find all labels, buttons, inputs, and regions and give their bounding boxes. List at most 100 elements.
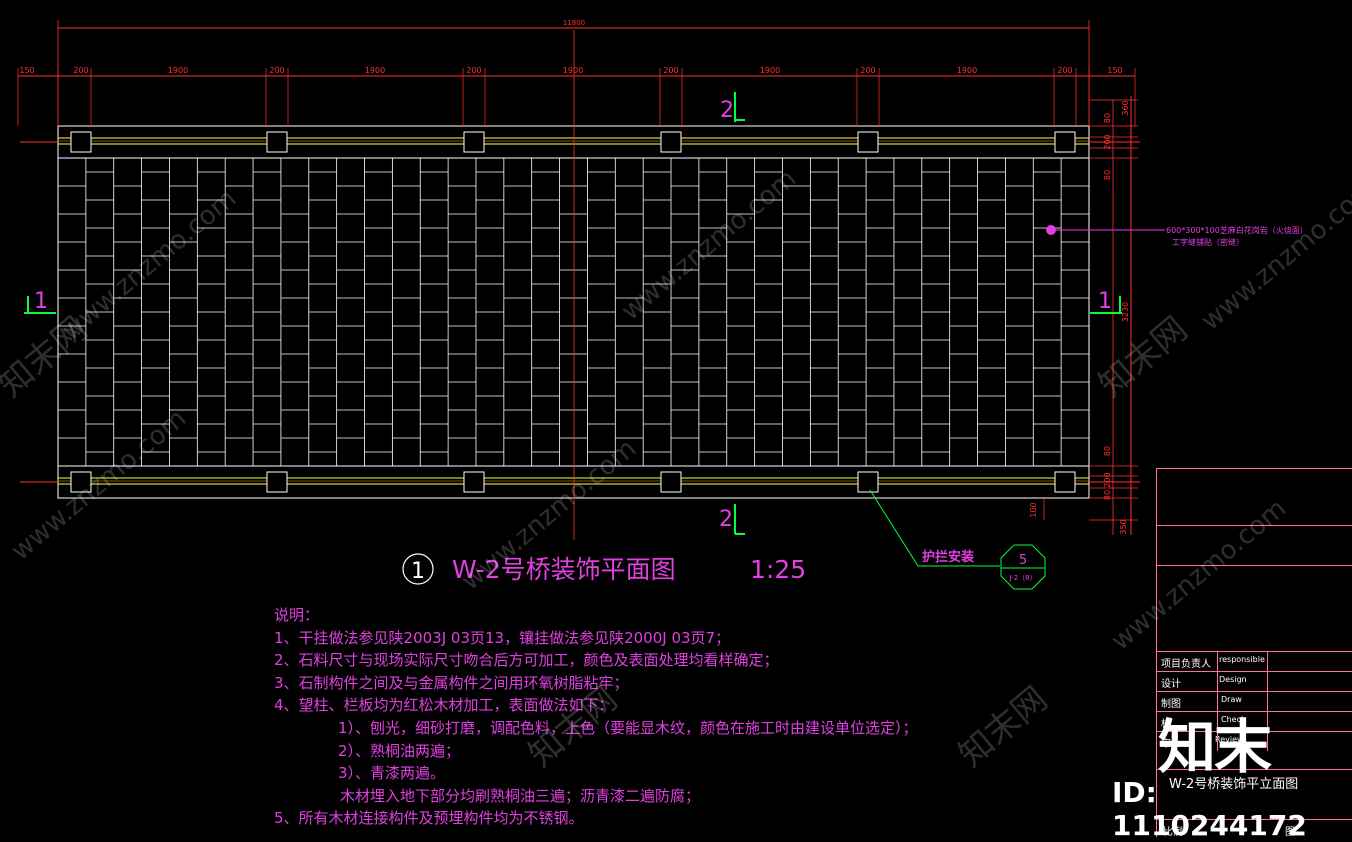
railing-post [266, 131, 288, 153]
tb-row-cn: 制图 [1161, 699, 1181, 710]
dimension-label: 200 [269, 66, 284, 75]
railing-post [70, 471, 92, 493]
drawing-title: 1 W-2号桥装饰平面图 1:25 [402, 553, 806, 585]
railing-post [463, 131, 485, 153]
dimension-label: 360 [1121, 100, 1130, 115]
overall-dimension: 11800 [563, 19, 585, 27]
title-block-row: 项目负责人 responsible [1157, 651, 1352, 672]
dimension-label: 200 [1103, 134, 1112, 149]
dimension-label: 3230 [1121, 302, 1130, 322]
section-mark-top: 2 [720, 92, 745, 123]
title-block: 项目负责人 responsible 设计 Design 制图 Draw 校 Ch… [1156, 468, 1352, 838]
railing-post [1054, 471, 1076, 493]
railing-callout: 护拦安装 5 J-2（8） [869, 489, 1046, 590]
title-block-row: 审 Review [1157, 731, 1352, 752]
title-number-circle [402, 553, 434, 585]
dimension-label: 80 [1103, 113, 1112, 123]
tb-row-cn: 校 [1161, 719, 1171, 730]
section-mark-right: 1 [1090, 289, 1122, 314]
note-item: 4、望柱、栏板均为红松木材加工，表面做法如下： [274, 696, 614, 715]
title-block-row: 校 Check [1157, 711, 1352, 732]
railing-post [660, 131, 682, 153]
dimension-label: 200 [860, 66, 875, 75]
note-subitem: 3）、青漆两遍。 [338, 764, 446, 783]
title-text: W-2号桥装饰平面图 [452, 555, 676, 584]
dimension-label: 1900 [957, 66, 977, 75]
dimension-label: 1900 [563, 66, 583, 75]
tb-sheet-label: 图 [1285, 827, 1295, 838]
section-mark-bottom-label: 2 [719, 507, 733, 532]
title-block-name-row: W-2号桥装饰平立面图 [1157, 769, 1352, 792]
dimension-label: 150 [1107, 66, 1122, 75]
watermark-id: ID: 1110244172 [1112, 776, 1307, 842]
detail-octagon [1000, 544, 1046, 590]
dimension-label: 100 [1029, 502, 1038, 517]
notes-block: 说明： 1、干挂做法参见陕2003J 03页13，镶挂做法参见陕2000J 03… [274, 604, 918, 830]
tb-row-cn: 审 [1161, 739, 1171, 750]
dimension-label: 200 [1057, 66, 1072, 75]
section-mark-right-label: 1 [1098, 289, 1112, 314]
detail-number: 5 [1019, 553, 1027, 568]
railings [20, 125, 1140, 499]
dimension-label: 150 [19, 66, 34, 75]
tb-scale-label: 比例 [1163, 827, 1183, 838]
railing-outline [57, 125, 1090, 159]
material-callout: 600*300*100芝麻白花岗岩（火烧面） 工字缝铺贴（密缝） [1046, 225, 1308, 247]
tb-row-en: Design [1219, 675, 1247, 684]
dimension-label: 1900 [168, 66, 188, 75]
material-callout-line1: 600*300*100芝麻白花岗岩（火烧面） [1166, 225, 1308, 235]
tb-row-en: Review [1215, 735, 1244, 744]
railing-post [857, 131, 879, 153]
note-item: 1、干挂做法参见陕2003J 03页13，镶挂做法参见陕2000J 03页7； [274, 628, 731, 647]
tb-drawing-name: W-2号桥装饰平立面图 [1169, 777, 1299, 792]
title-block-divider [1157, 565, 1352, 566]
paving-grid [57, 157, 1090, 467]
dimension-label: 1900 [760, 66, 780, 75]
title-block-row: 制图 Draw [1157, 691, 1352, 712]
dimension-label: 80 [1103, 490, 1112, 500]
railing-post [1054, 131, 1076, 153]
brand-logo: 知末 [1158, 713, 1272, 781]
railing-post [70, 131, 92, 153]
railing-post [660, 471, 682, 493]
dimension-label: 1900 [365, 66, 385, 75]
top-dimension-labels: 150 200 1900 200 1900 200 1900 200 1900 200 1900 20… [19, 66, 1122, 75]
note-item: 5、所有木材连接构件及预埋构件均为不锈钢。 [274, 809, 584, 828]
detail-ref: J-2（8） [1008, 574, 1036, 582]
title-block-row: 设计 Design [1157, 671, 1352, 692]
tb-col-divider [1217, 651, 1218, 751]
section-mark-bottom: 2 [719, 504, 745, 535]
railing-post [463, 471, 485, 493]
dimension-label: 80 [1103, 446, 1112, 456]
dimension-label: 200 [466, 66, 481, 75]
tb-col-divider [1267, 651, 1268, 751]
railing-post [266, 471, 288, 493]
dimension-label: 200 [73, 66, 88, 75]
tb-row-en: Check [1221, 715, 1246, 724]
section-mark-left-label: 1 [34, 289, 48, 314]
section-mark-left: 1 [24, 289, 56, 314]
material-callout-line2: 工字缝铺贴（密缝） [1172, 237, 1244, 247]
title-scale: 1:25 [750, 555, 806, 584]
railing-callout-label: 护拦安装 [922, 549, 974, 565]
note-item: 3、石制构件之间及与金属构件之间用环氧树脂粘牢； [274, 673, 629, 692]
note-item: 2、石料尺寸与现场实际尺寸吻合后方可加工，颜色及表面处理均看样确定； [274, 651, 779, 670]
notes-heading: 说明： [274, 606, 320, 624]
dimension-label: 200 [1103, 472, 1112, 487]
note-subitem: 1）、刨光，细砂打磨，调配色料，上色（要能显木纹，颜色在施工时由建设单位选定）； [338, 718, 918, 737]
railing-outline [57, 465, 1090, 499]
note-subitem: 2）、熟桐油两遍； [338, 741, 461, 760]
tb-row-en: responsible [1219, 655, 1265, 664]
title-block-divider [1157, 525, 1352, 526]
note-subitem: 木材埋入地下部分均刷熟桐油三遍；沥青漆二遍防腐； [340, 786, 701, 805]
tb-row-cn: 设计 [1161, 679, 1181, 690]
section-mark-top-label: 2 [720, 98, 734, 123]
dimension-label: 200 [663, 66, 678, 75]
title-block-scale-row: 比例 图 [1157, 819, 1352, 838]
title-number: 1 [411, 559, 425, 584]
tb-row-en: Draw [1221, 695, 1242, 704]
tb-row-cn: 项目负责人 [1161, 659, 1211, 670]
dimension-label: 80 [1103, 170, 1112, 180]
